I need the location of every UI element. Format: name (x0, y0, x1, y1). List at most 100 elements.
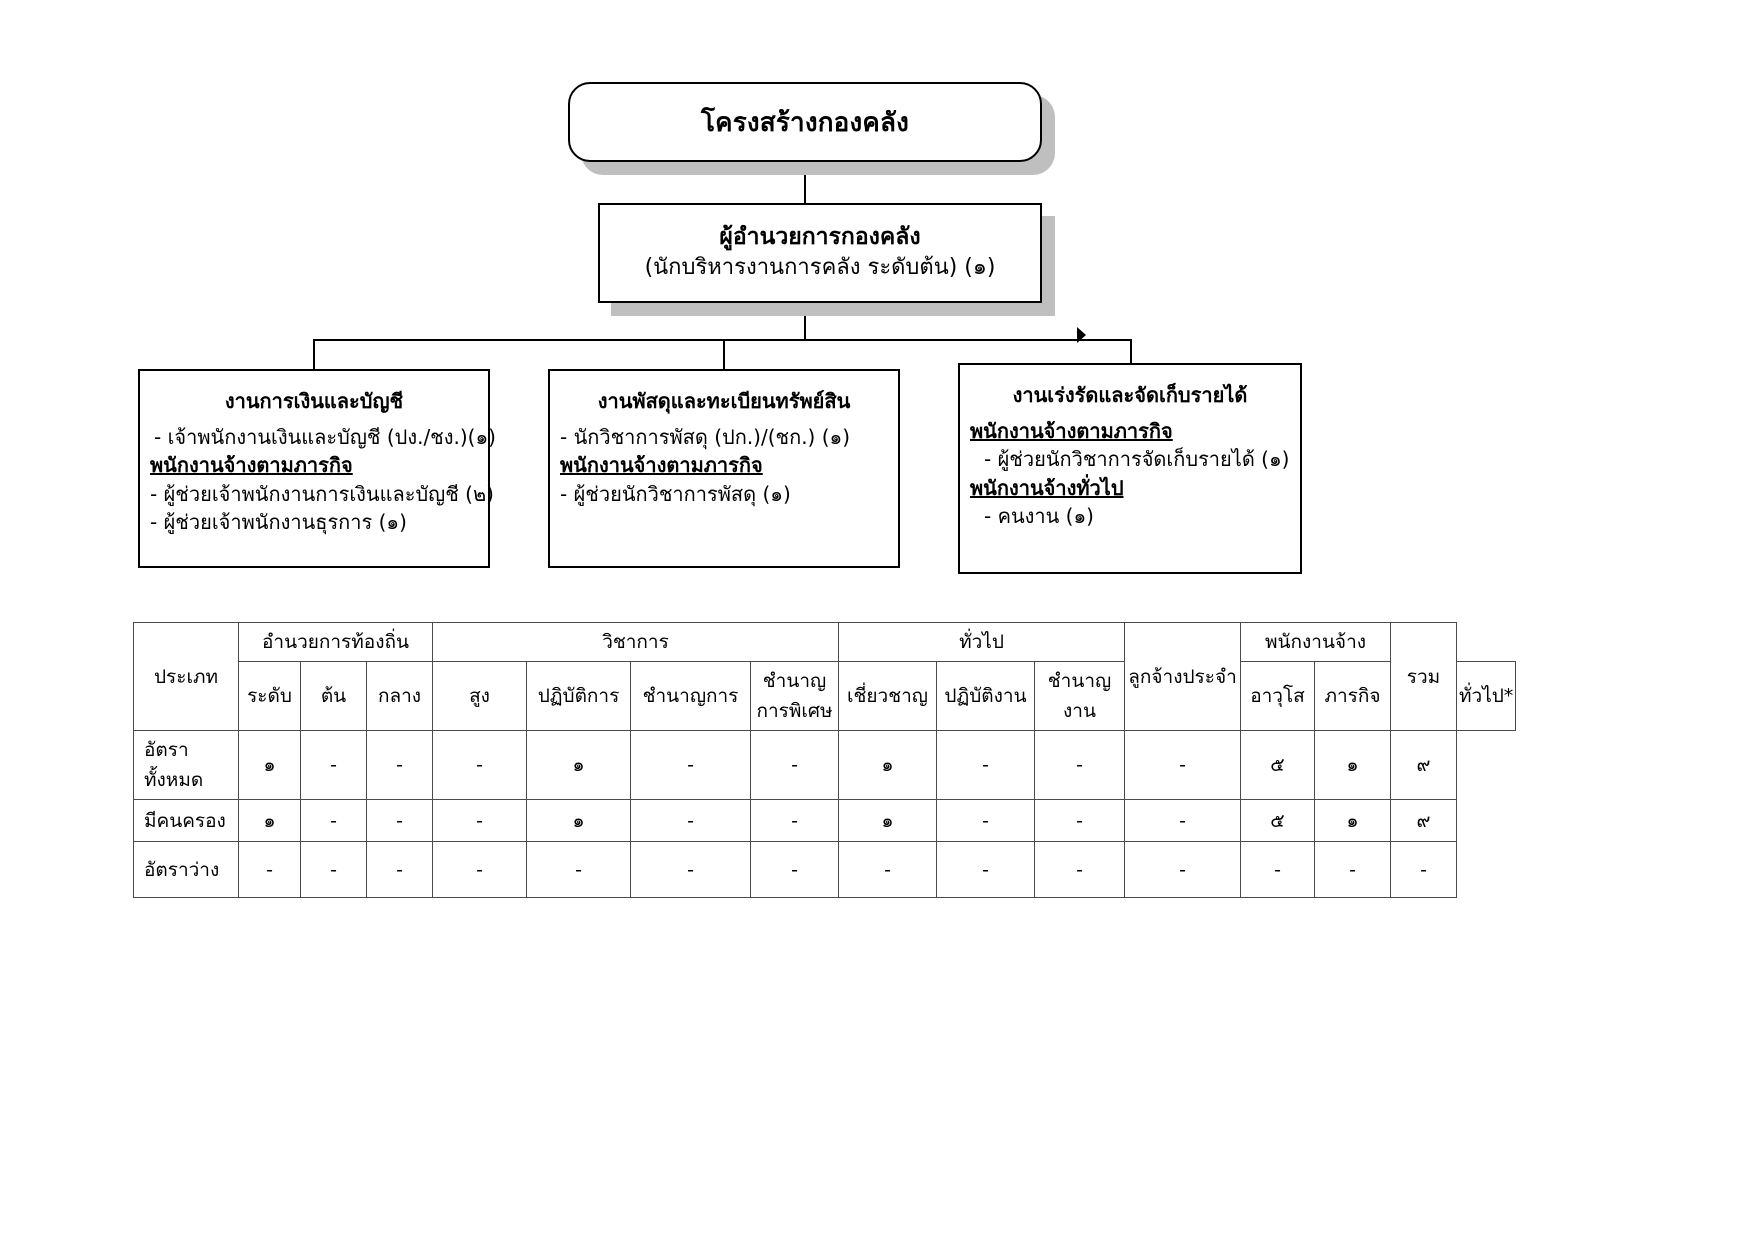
cell: - (1314, 841, 1391, 898)
cell: ๑ (1314, 730, 1391, 800)
cell: - (750, 730, 839, 800)
header-group-general: ทั่วไป (838, 622, 1125, 662)
row-label: อัตราว่าง (133, 841, 239, 898)
cell: - (432, 841, 527, 898)
connector-root-to-director (804, 162, 806, 203)
cell: - (750, 799, 839, 842)
cell: - (750, 841, 839, 898)
connector-to-dept-1 (723, 339, 725, 369)
cell: ๑ (838, 799, 937, 842)
cell: - (300, 799, 367, 842)
table-row: อัตราทั้งหมด ๑ - - - ๑ - - ๑ - - - ๕ ๑ ๙ (133, 730, 1516, 800)
cell: - (936, 730, 1035, 800)
header-col-4: ชำนาญการ (630, 661, 751, 731)
cell: ๑ (238, 730, 301, 800)
cell: - (526, 841, 631, 898)
department-line-heading: พนักงานจ้างทั่วไป (970, 475, 1124, 500)
cell: - (630, 799, 751, 842)
header-col-8: ชำนาญงาน (1034, 661, 1125, 731)
header-level: ระดับ (238, 661, 301, 731)
department-line: - ผู้ช่วยนักวิชาการจัดเก็บรายได้ (๑) (984, 447, 1290, 472)
cell: - (1034, 841, 1125, 898)
header-col-1: กลาง (366, 661, 433, 731)
cell: ๙ (1390, 799, 1457, 842)
header-col-6: เชี่ยวชาญ (838, 661, 937, 731)
table-header-row-1: ประเภท อำนวยการท้องถิ่น วิชาการ ทั่วไป ล… (133, 622, 1516, 731)
cell: ๑ (238, 799, 301, 842)
cell: - (300, 841, 367, 898)
staffing-table: ประเภท อำนวยการท้องถิ่น วิชาการ ทั่วไป ล… (133, 622, 1517, 898)
header-col-7: ปฏิบัติงาน (936, 661, 1035, 731)
header-group-local-admin: อำนวยการท้องถิ่น (238, 622, 433, 662)
cell: - (1034, 730, 1125, 800)
arrow-head-icon (1077, 327, 1086, 343)
root-node: โครงสร้างกองคลัง (568, 82, 1042, 162)
cell: ๕ (1240, 799, 1315, 842)
cell: - (300, 730, 367, 800)
cell: - (366, 841, 433, 898)
header-col-5: ชำนาญการพิเศษ (750, 661, 839, 731)
cell: - (238, 841, 301, 898)
cell: - (630, 730, 751, 800)
table-header-row-2: ระดับ ต้น กลาง สูง ปฏิบัติการ ชำนาญการ ช… (134, 661, 1517, 731)
header-group-hired-staff: พนักงานจ้าง (1240, 622, 1391, 662)
header-group-academic: วิชาการ (432, 622, 839, 662)
cell: - (630, 841, 751, 898)
cell: - (432, 799, 527, 842)
department-line-heading: พนักงานจ้างตามภารกิจ (150, 453, 353, 478)
header-col-3: ปฏิบัติการ (526, 661, 631, 731)
header-col-0: ต้น (300, 661, 367, 731)
cell: - (1124, 730, 1241, 800)
connector-to-dept-0 (313, 339, 315, 369)
org-chart: โครงสร้างกองคลัง ผู้อำนวยการกองคลัง (นัก… (0, 0, 1755, 620)
header-group-permanent-employee: ลูกจ้างประจำ (1124, 622, 1241, 731)
cell: ๑ (526, 799, 631, 842)
table-row: อัตราว่าง - - - - - - - - - - - - - - (133, 841, 1516, 898)
header-col-10: ภารกิจ (1314, 661, 1391, 731)
cell: ๑ (1314, 799, 1391, 842)
department-title: งานการเงินและบัญชี (224, 389, 404, 413)
department-node-finance: งานการเงินและบัญชี - เจ้าพนักงานเงินและบ… (138, 369, 496, 568)
cell: - (1390, 841, 1457, 898)
row-label: มีคนครอง (133, 799, 239, 842)
row-label: อัตราทั้งหมด (133, 730, 239, 800)
department-line: - ผู้ช่วยเจ้าพนักงานการเงินและบัญชี (๒) (150, 481, 494, 506)
director-title: ผู้อำนวยการกองคลัง (719, 224, 921, 251)
cell: - (936, 841, 1035, 898)
header-col-9: อาวุโส (1240, 661, 1315, 731)
cell: - (838, 841, 937, 898)
department-node-supplies: งานพัสดุและทะเบียนทรัพย์สิน - นักวิชาการ… (548, 369, 900, 568)
staffing-table-wrapper: ประเภท อำนวยการท้องถิ่น วิชาการ ทั่วไป ล… (133, 622, 1517, 898)
table-row: มีคนครอง ๑ - - - ๑ - - ๑ - - - ๕ ๑ ๙ (133, 799, 1516, 842)
department-line-heading: พนักงานจ้างตามภารกิจ (560, 453, 763, 478)
department-title: งานเร่งรัดและจัดเก็บรายได้ (1012, 383, 1248, 407)
cell: ๑ (838, 730, 937, 800)
department-node-revenue: งานเร่งรัดและจัดเก็บรายได้ พนักงานจ้างตา… (958, 363, 1302, 574)
cell: ๑ (526, 730, 631, 800)
root-title: โครงสร้างกองคลัง (700, 107, 910, 138)
department-line: - ผู้ช่วยนักวิชาการพัสดุ (๑) (560, 481, 791, 506)
cell: ๕ (1240, 730, 1315, 800)
department-line: - คนงาน (๑) (984, 504, 1094, 529)
cell: - (1034, 799, 1125, 842)
cell: - (432, 730, 527, 800)
cell: - (936, 799, 1035, 842)
header-type: ประเภท (133, 622, 239, 731)
header-col-2: สูง (432, 661, 527, 731)
department-line: - เจ้าพนักงานเงินและบัญชี (ปง./ชง.)(๑) (154, 425, 496, 449)
director-node: ผู้อำนวยการกองคลัง (นักบริหารงานการคลัง … (598, 203, 1042, 303)
cell: - (366, 730, 433, 800)
cell: - (1240, 841, 1315, 898)
connector-horizontal-bus (313, 339, 1131, 341)
connector-to-dept-2 (1130, 339, 1132, 363)
cell: - (366, 799, 433, 842)
department-line: - ผู้ช่วยเจ้าพนักงานธุรการ (๑) (150, 510, 407, 535)
department-line-heading: พนักงานจ้างตามภารกิจ (970, 419, 1173, 443)
cell: - (1124, 841, 1241, 898)
cell: - (1124, 799, 1241, 842)
connector-director-stem (804, 303, 806, 340)
header-col-11: ทั่วไป* (1455, 661, 1517, 731)
cell: ๙ (1390, 730, 1457, 800)
director-subtitle: (นักบริหารงานการคลัง ระดับต้น) (๑) (644, 255, 996, 281)
department-line: - นักวิชาการพัสดุ (ปก.)/(ชก.) (๑) (560, 425, 851, 449)
